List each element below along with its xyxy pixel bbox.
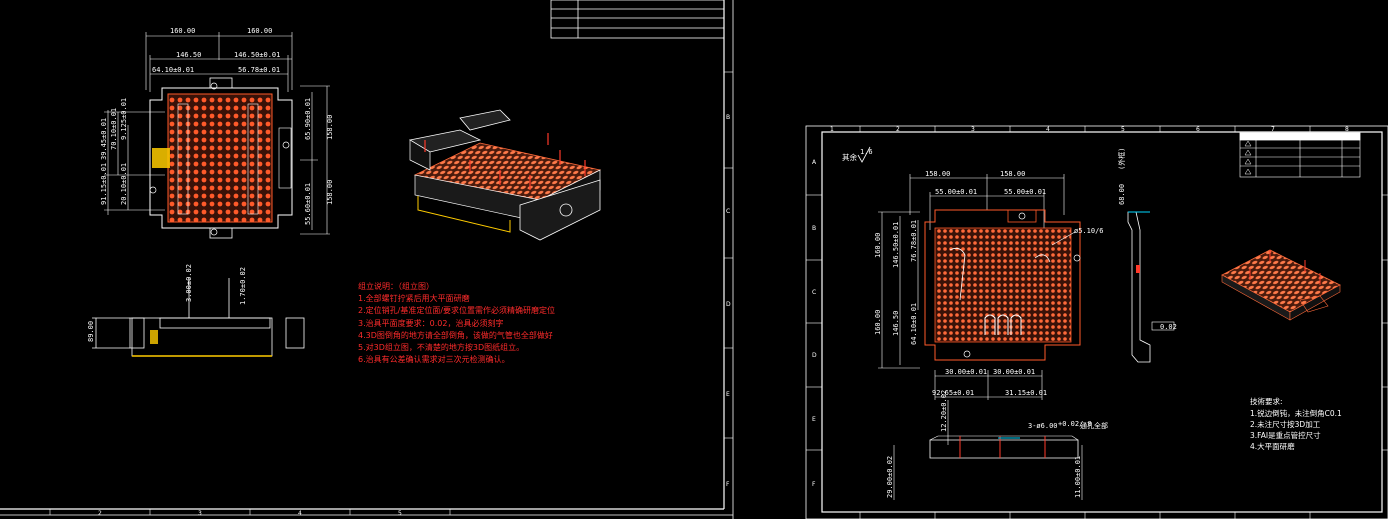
zone-label: 7 [1271,126,1275,133]
right-top-view: ø5.10/6 158.00 158.00 55.00±0.01 55.00±0… [874,170,1104,400]
dim-label: 91.15±0.01 [100,163,108,205]
hole-tolerance: +0.02/-0 [1058,420,1092,428]
hole-callout: ø5.10/6 [1074,227,1104,235]
dim-label: 39.45±0.01 [100,118,108,160]
zone-label: D [726,301,731,308]
dim-label: 29.00±0.02 [886,456,894,498]
dim-label: 3.00±0.02 [185,264,193,302]
dim-label: 89.00 [87,321,95,342]
dim-label: 158.00 [326,115,334,140]
dim-label: 160.00 [874,310,882,335]
tech-requirement-line: 4.大平面研磨 [1250,441,1295,451]
dim-label: 158.00 [925,170,950,178]
dim-label: 160.00 [170,27,195,35]
dim-label: 12.20±0.02 [940,390,948,432]
dim-label: 64.10±0.01 [152,66,194,74]
assembly-note-line: 1.全部螺钉拧紧后用大平面研磨 [358,293,470,303]
zone-label: 4 [298,510,302,517]
surface-roughness-symbol: 其余 1.6 [842,146,873,163]
roughness-value: 1.6 [860,148,873,156]
dim-label: 146.50 [176,51,201,59]
hole-note: 通孔全部 [1080,421,1108,430]
zone-label: 3 [971,126,975,133]
dim-label: 65.90±0.01 [304,98,312,140]
dim-label: 160.00 [874,233,882,258]
zone-label: E [812,416,816,423]
dim-label: 55.60±0.01 [304,183,312,225]
side-dim: 68.00 [1118,184,1126,205]
roughness-prefix: 其余 [842,152,857,162]
right-zone-numbers: 1 2 3 4 5 6 7 8 [830,126,1349,133]
left-sheet: B C D E F 2 3 4 5 [0,0,734,519]
left-isometric-view [408,109,602,241]
zone-label: B [812,225,816,232]
left-top-view: 160.00 160.00 146.50 146.50±0.01 64.10±0… [100,27,334,239]
dim-label: 146.50±0.01 [234,51,280,59]
dim-label: 9.125±0.01 [120,98,128,140]
tech-requirement-line: 2.未注尺寸按3D加工 [1250,419,1321,429]
assembly-note-line: 3.治具平面度要求：0.02，治具必须刻字 [358,318,503,328]
tech-requirement-line: 3.FAI是重点管控尺寸 [1250,430,1321,440]
dim-label: 64.10±0.01 [910,303,918,345]
dim-label: 30.00±0.01 [945,368,987,376]
zone-label: C [726,208,730,215]
zone-label: F [726,481,730,488]
tech-requirement-line: 1.锐边倒钝，未注倒角C0.1 [1250,408,1342,418]
dim-label: 20.10±0.01 [120,163,128,205]
right-title-block [1239,132,1361,178]
left-zone-numbers: 2 3 4 5 [98,510,402,517]
assembly-note-line: 4.3D图倒角的地方请全部倒角，该做的气管也全部做好 [358,330,553,340]
left-revision-table [550,0,725,39]
zone-label: A [812,159,817,166]
tech-requirements-title: 技術要求: [1250,396,1283,406]
zone-label: C [812,289,816,296]
title-block-markers [1244,140,1252,175]
hole-spec: 3-ø6.00 [1028,422,1058,430]
dim-label: 146.50 [892,311,900,336]
assembly-notes-title: 组立说明：（组立图） [358,281,434,291]
zone-label: D [812,352,817,359]
zone-label: 4 [1046,126,1050,133]
left-zone-letters: B C D E F [726,114,731,488]
left-front-view: 3.00±0.02 1.70±0.02 89.00 [87,264,305,357]
dim-label: 1.70±0.02 [239,267,247,305]
dim-label: 160.00 [247,27,272,35]
right-side-profile: 68.00 (外框) 0.02 [1117,148,1177,363]
zone-label: F [812,481,816,488]
dim-label: 31.15±0.01 [1005,389,1047,397]
assembly-notes: 组立说明：（组立图） 1.全部螺钉拧紧后用大平面研磨 2.定位销孔/基准定位面/… [358,281,555,364]
flatness-value: 0.02 [1160,323,1177,331]
side-note: (外框) [1117,148,1126,170]
dim-label: 70.10±0.01 [110,108,118,150]
dim-label: 30.00±0.01 [993,368,1035,376]
dim-label: 56.78±0.01 [238,66,280,74]
zone-label: B [726,114,730,121]
tech-requirements: 技術要求: 1.锐边倒钝，未注倒角C0.1 2.未注尺寸按3D加工 3.FAI是… [1250,396,1342,451]
right-sheet: 1 2 3 4 5 6 7 8 A B C D E F [805,125,1388,519]
dim-label: 158.00 [1000,170,1025,178]
zone-label: 2 [896,126,900,133]
assembly-note-line: 5.对3D组立图，不清楚的地方按3D图纸组立。 [358,342,524,352]
right-section-view: 12.20±0.02 29.00±0.02 11.00±0.01 3-ø6.00… [886,390,1108,500]
dim-label: 55.00±0.01 [1004,188,1046,196]
dim-label: 92.65±0.01 [932,389,974,397]
zone-label: 6 [1196,126,1200,133]
dim-label: 55.00±0.01 [935,188,977,196]
right-zone-letters: A B C D E F [812,159,817,488]
zone-label: 1 [830,126,834,133]
dim-label: 11.00±0.01 [1074,456,1082,498]
zone-label: 5 [1121,126,1125,133]
dim-label: 146.50±0.01 [892,222,900,268]
dim-label: 158.00 [326,180,334,205]
zone-label: 3 [198,510,202,517]
assembly-note-line: 2.定位销孔/基准定位面/要求位置需作必须精确研磨定位 [358,305,555,315]
dim-label: 76.78±0.01 [910,220,918,262]
assembly-note-line: 6.治具有公差确认需求对三次元检测确认。 [358,354,510,364]
right-isometric-view [1221,249,1341,321]
zone-label: E [726,391,730,398]
zone-label: 5 [398,510,402,517]
zone-label: 2 [98,510,102,517]
zone-label: 8 [1345,126,1349,133]
